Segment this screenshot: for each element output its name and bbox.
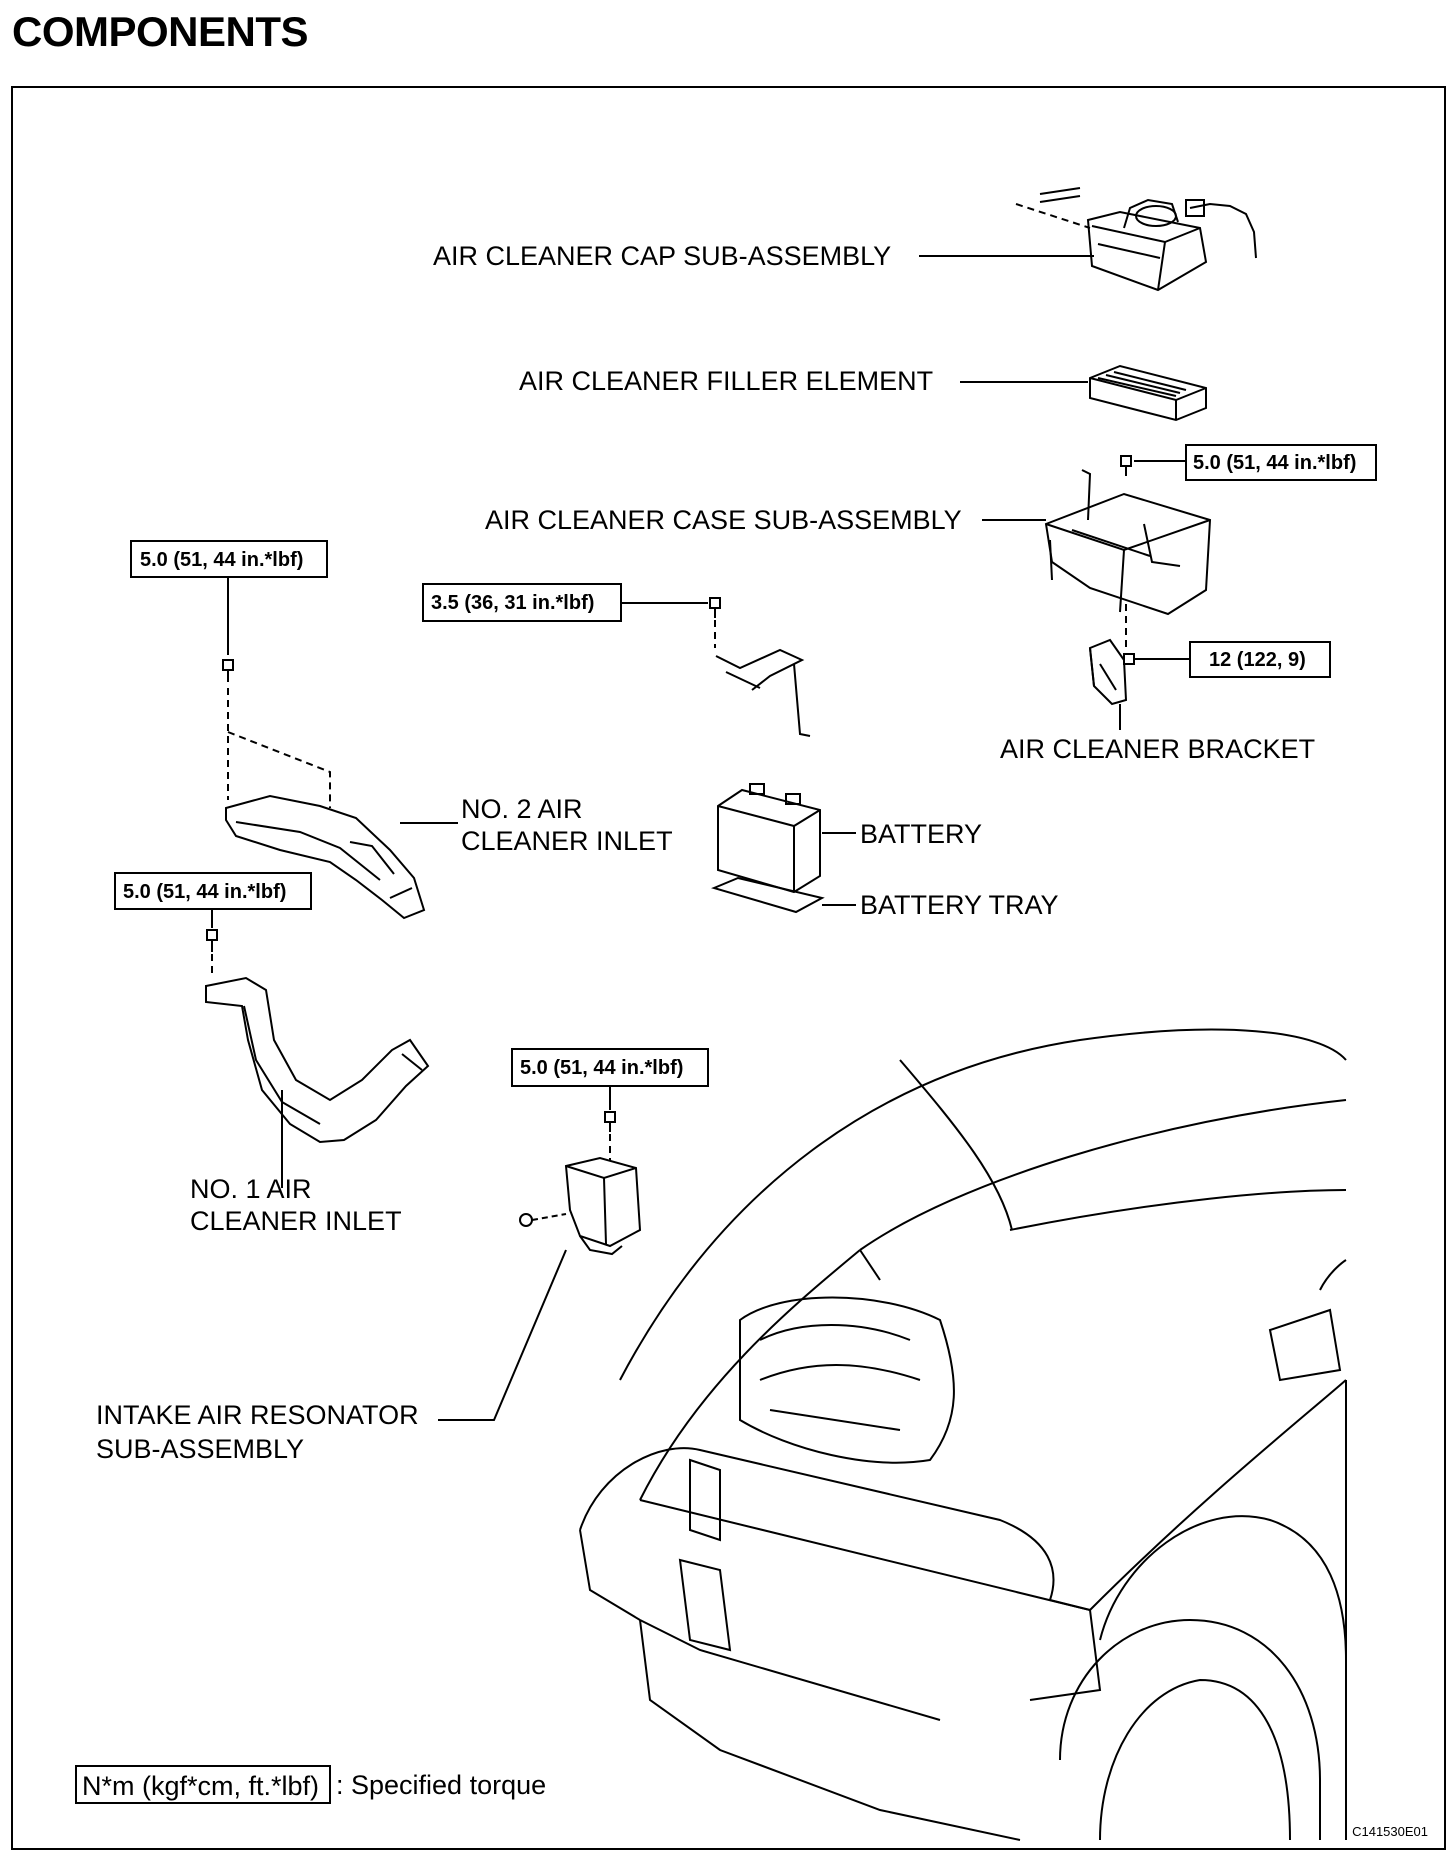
diagram-frame [11,86,1446,1850]
no2-air-cleaner-inlet-illustration [225,794,426,920]
label-air-cleaner-bracket: AIR CLEANER BRACKET [1000,734,1315,764]
torque-no2-inlet-bolt: 5.0 (51, 44 in.*lbf) [140,549,303,571]
page-title: COMPONENTS [12,8,309,55]
battery-tray-illustration [711,876,825,914]
no1-bolt-icon [206,929,218,941]
case-torque-box [1185,444,1377,481]
no2-torque-box [130,540,328,578]
torque-case-bolt: 5.0 (51, 44 in.*lbf) [1193,452,1356,474]
label-resonator-line2: SUB-ASSEMBLY [96,1434,304,1464]
label-battery-tray: BATTERY TRAY [860,890,1059,920]
vehicle-illustration [579,1028,1347,1841]
legend-box [75,1765,331,1804]
clamp-torque-box [422,583,622,622]
no2-bolt-icon [222,659,234,671]
no1-air-cleaner-inlet-illustration [205,976,430,1144]
bracket-torque-box [1189,641,1331,678]
air-cleaner-filler-illustration [1089,364,1207,422]
torque-bracket-bolt: 12 (122, 9) [1209,649,1306,671]
label-air-cleaner-cap: AIR CLEANER CAP SUB-ASSEMBLY [433,241,891,271]
battery-clamp-illustration [715,648,811,737]
resonator-torque-box [511,1048,709,1087]
battery-illustration [717,783,821,894]
resonator-leader [438,1249,567,1421]
label-no1-inlet-line1: NO. 1 AIR [190,1174,312,1204]
legend-description: : Specified torque [336,1770,546,1800]
label-no1-inlet-line2: CLEANER INLET [190,1206,402,1236]
legend-unit: N*m (kgf*cm, ft.*lbf) [82,1771,319,1801]
no1-torque-box [114,872,312,910]
figure-code: C141530E01 [1352,1824,1428,1839]
label-air-cleaner-filler: AIR CLEANER FILLER ELEMENT [519,366,933,396]
label-no2-inlet-line1: NO. 2 AIR [461,794,583,824]
resonator-bolt-icon [604,1111,616,1123]
air-cleaner-cap-illustration [1015,187,1257,292]
bracket-bolt-icon [1123,653,1135,665]
air-cleaner-case-illustration [1044,469,1212,616]
clamp-bolt-icon [709,597,721,609]
case-bolt-icon [1120,455,1132,467]
label-no2-inlet-line2: CLEANER INLET [461,826,673,856]
label-battery: BATTERY [860,819,982,849]
torque-no1-inlet-bolt: 5.0 (51, 44 in.*lbf) [123,881,286,903]
label-resonator-line1: INTAKE AIR RESONATOR [96,1400,419,1430]
intake-air-resonator-illustration [519,1156,642,1256]
air-cleaner-bracket-illustration [1088,638,1128,706]
torque-resonator-bolt: 5.0 (51, 44 in.*lbf) [520,1057,683,1079]
torque-battery-clamp-bolt: 3.5 (36, 31 in.*lbf) [431,592,594,614]
label-air-cleaner-case: AIR CLEANER CASE SUB-ASSEMBLY [485,505,962,535]
